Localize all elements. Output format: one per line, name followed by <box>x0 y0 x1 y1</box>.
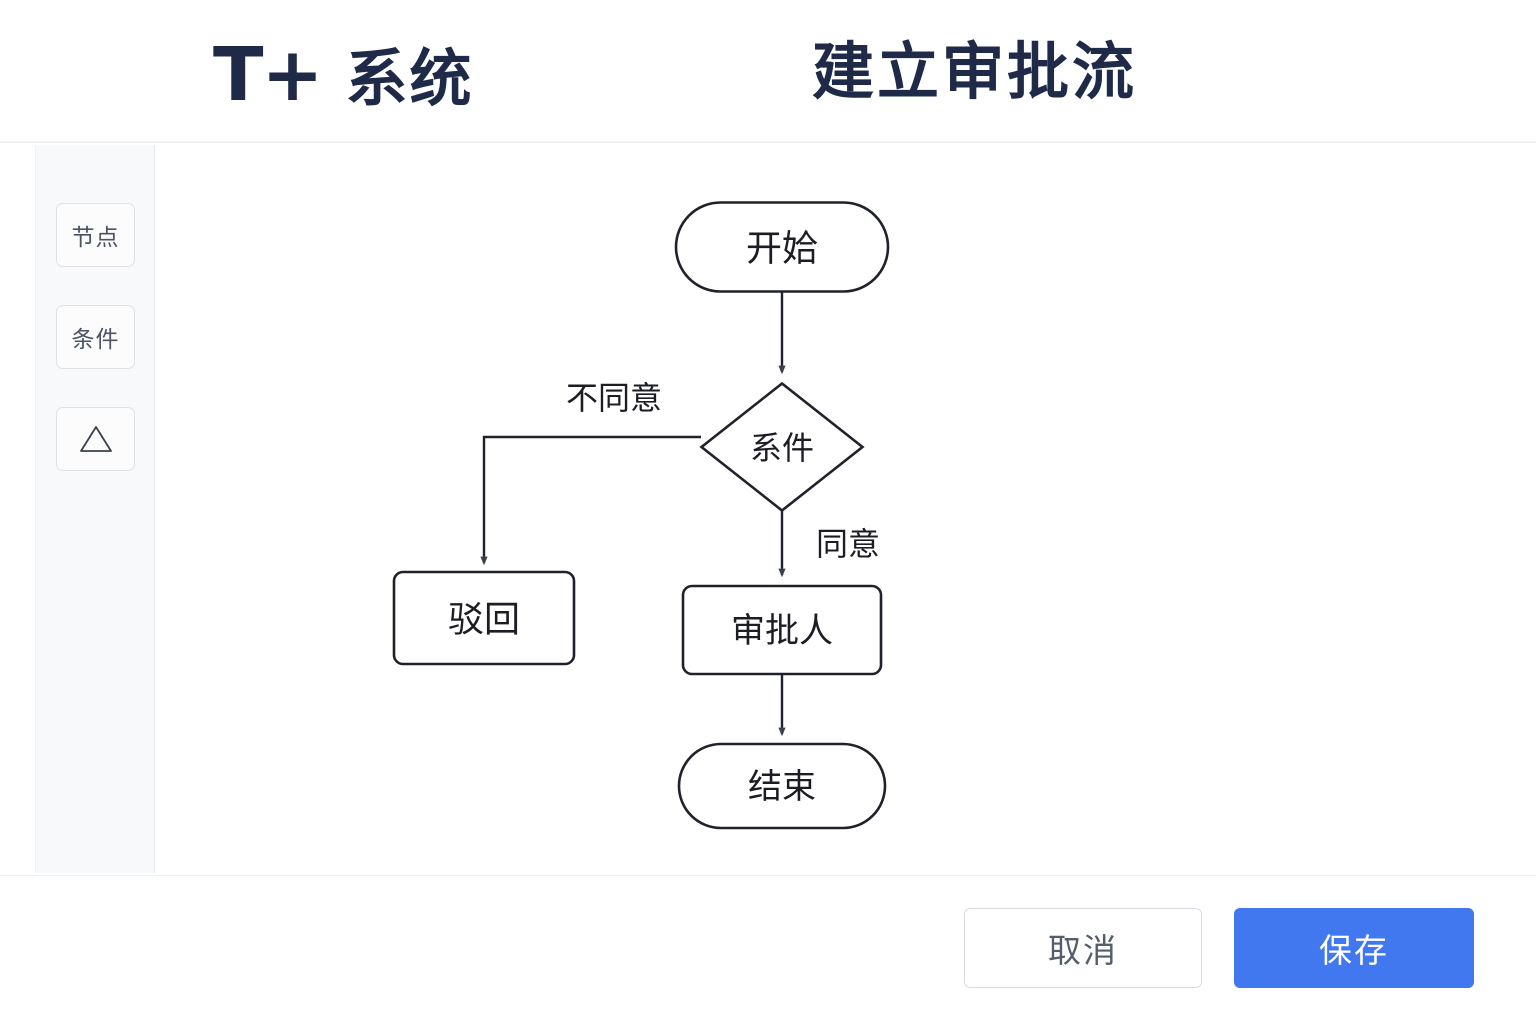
flow-node-condition-label: 系件 <box>750 430 814 466</box>
logo-word: 系统 <box>345 45 474 114</box>
flow-node-start[interactable]: 开姶 <box>674 201 890 293</box>
page-title: 建立审批流 <box>812 38 1138 107</box>
edge-condition-to-reject: 不同意 <box>480 380 701 566</box>
flow-node-condition[interactable]: 系件 <box>699 381 865 513</box>
logo-mark: T+ <box>213 32 323 118</box>
palette-item-node-label: 节点 <box>71 224 120 250</box>
save-button[interactable]: 保存 <box>1234 908 1474 988</box>
palette-item-condition-label: 条件 <box>71 326 120 352</box>
flow-node-start-label: 开姶 <box>746 228 818 269</box>
palette-sidebar: 节点 条件 <box>35 145 155 873</box>
palette-item-condition[interactable]: 条件 <box>56 305 135 369</box>
flow-node-end[interactable]: 结束 <box>677 742 887 830</box>
flow-node-reject[interactable]: 驳回 <box>392 570 576 666</box>
triangle-icon <box>79 426 112 452</box>
edge-label-agree: 同意 <box>816 526 880 562</box>
flow-node-approver-label: 审批人 <box>731 612 833 650</box>
palette-item-node[interactable]: 节点 <box>56 203 135 267</box>
brand-logo: T+ 系统 <box>213 38 474 112</box>
save-button-label: 保存 <box>1319 932 1389 969</box>
flow-node-reject-label: 驳回 <box>448 599 520 640</box>
palette-item-triangle[interactable] <box>56 407 135 471</box>
flow-node-end-label: 结束 <box>748 768 816 806</box>
flow-canvas[interactable]: 不同意 同意 开姶 系件 驳回 <box>156 145 1536 873</box>
cancel-button[interactable]: 取消 <box>964 908 1202 988</box>
edge-condition-to-approver: 同意 <box>778 511 880 578</box>
cancel-button-label: 取消 <box>1048 932 1118 969</box>
editor-area: 节点 条件 不同意 <box>0 145 1536 873</box>
app-header: T+ 系统 建立审批流 <box>0 0 1536 143</box>
flowchart-svg: 不同意 同意 开姶 系件 驳回 <box>392 201 890 830</box>
footer-bar: 取消 保存 <box>0 875 1536 1024</box>
edge-label-disagree: 不同意 <box>566 380 662 416</box>
flow-node-approver[interactable]: 审批人 <box>681 584 883 676</box>
